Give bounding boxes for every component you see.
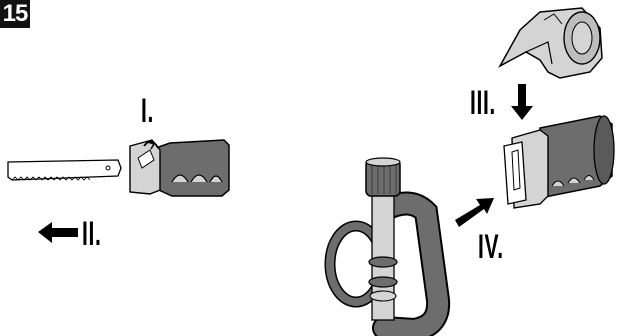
arrow-left-icon [38,222,78,243]
foot-plate-icon [498,7,603,79]
reciprocating-saw-front-icon [129,139,230,197]
auxiliary-handle-icon [324,157,451,336]
arrow-up-right-icon [455,198,494,227]
step-1-label: I. [141,92,154,130]
figure-number-badge: 15 [0,0,30,28]
step-3-label: III. [470,84,496,122]
step-2-label: II. [82,215,102,253]
tool-body-icon [503,115,615,209]
saw-blade-icon [7,159,122,181]
arrow-down-icon [511,84,533,120]
step-4-label: IV. [478,228,504,266]
